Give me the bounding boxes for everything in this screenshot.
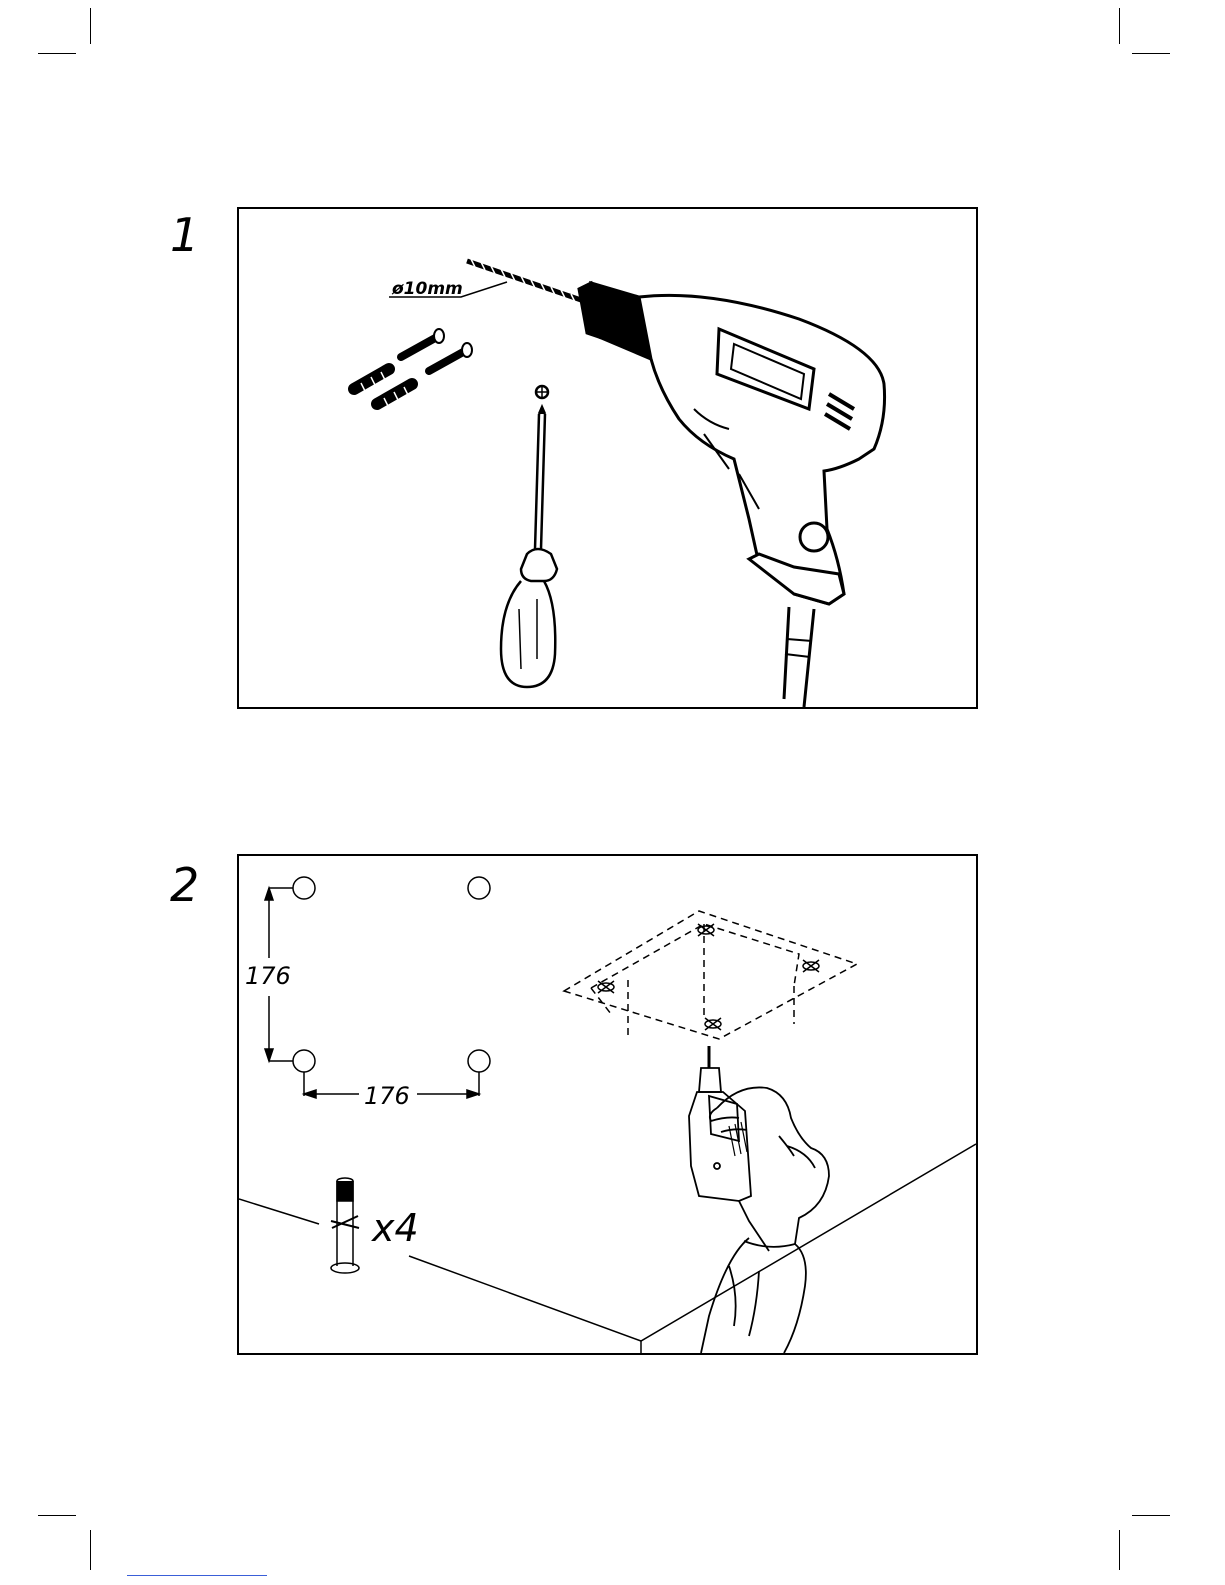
mounting-hole: [468, 1050, 490, 1072]
step-2-panel: 176 176 x4: [237, 854, 978, 1355]
step-number-1: 1: [170, 212, 199, 258]
wall-plug-icon: [354, 369, 389, 391]
screw-position-markers: [598, 924, 819, 1030]
crop-mark-top-left-h: [38, 53, 76, 54]
crop-mark-top-left-v: [90, 8, 91, 44]
screw-icon: [429, 343, 472, 371]
drill-bit-icon: [467, 259, 584, 302]
step-1-illustration: ø10mm: [239, 209, 976, 707]
crop-mark-bottom-right-v: [1119, 1530, 1120, 1570]
vertical-dimension-label: 176: [245, 962, 291, 990]
screwdriver-icon: [501, 386, 557, 687]
step-number-2: 2: [170, 862, 199, 908]
mounting-hole: [468, 877, 490, 899]
hand-with-drill-icon: [689, 1046, 829, 1353]
crop-mark-bottom-left-v: [90, 1530, 91, 1570]
footer-link-underline[interactable]: [127, 1575, 267, 1576]
screw-and-wall-plug-set: [354, 329, 472, 406]
crop-mark-bottom-right-h: [1132, 1515, 1170, 1516]
drill-icon: [579, 283, 885, 707]
drill-bit-size-label: ø10mm: [391, 279, 463, 299]
wall-plug-icon: [331, 1178, 359, 1273]
crop-mark-top-right-v: [1119, 8, 1120, 44]
mounting-hole: [293, 1050, 315, 1072]
screw-icon: [401, 329, 444, 357]
crop-mark-top-right-h: [1132, 53, 1170, 54]
step-1-panel: ø10mm: [237, 207, 978, 709]
wall-plug-icon: [377, 384, 412, 406]
crop-mark-bottom-left-h: [38, 1515, 76, 1516]
anchor-quantity-label: x4: [371, 1206, 419, 1250]
hole-template: [265, 877, 490, 1098]
step-2-illustration: 176 176 x4: [239, 856, 976, 1353]
ceiling-edges: [239, 1144, 976, 1353]
mounting-hole: [293, 877, 315, 899]
horizontal-dimension-label: 176: [364, 1082, 410, 1110]
